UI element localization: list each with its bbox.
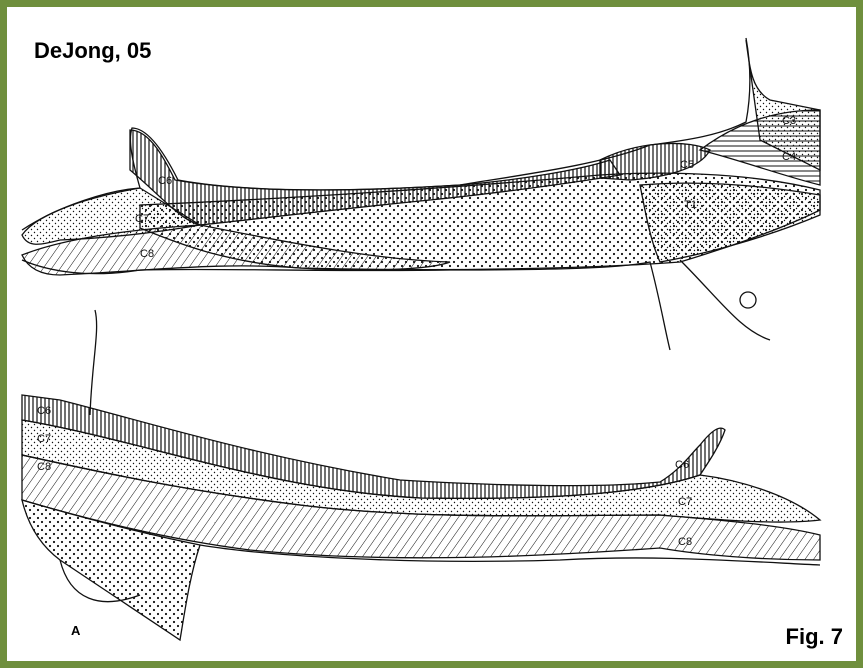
- label-c8: C8: [140, 248, 154, 260]
- upper-arm-drawing: [22, 38, 820, 350]
- lower-outline-top: [90, 310, 97, 415]
- citation-label: DeJong, 05: [34, 38, 151, 64]
- label-c6: C6: [158, 175, 172, 187]
- label-c7: C7: [135, 213, 149, 225]
- label-c5: C5: [680, 159, 694, 171]
- c4-region: [700, 110, 820, 185]
- label-c3: C3: [782, 115, 796, 127]
- label-c6-left: C6: [37, 405, 51, 417]
- t1-region: [640, 183, 820, 262]
- label-t1: T1: [684, 199, 697, 211]
- label-c8-right: C8: [678, 536, 692, 548]
- panel-label: A: [71, 623, 80, 638]
- nipple-mark: [740, 292, 756, 308]
- label-c6-right: C6: [675, 459, 689, 471]
- figure-number-label: Fig. 7: [786, 624, 843, 650]
- upper-arm-outline-bottom: [22, 260, 670, 350]
- label-c4: C4: [782, 151, 796, 163]
- label-c8-left: C8: [37, 461, 51, 473]
- lower-arm-drawing: [22, 310, 820, 640]
- label-c7-right: C7: [678, 496, 692, 508]
- label-c7-left: C7: [37, 433, 51, 445]
